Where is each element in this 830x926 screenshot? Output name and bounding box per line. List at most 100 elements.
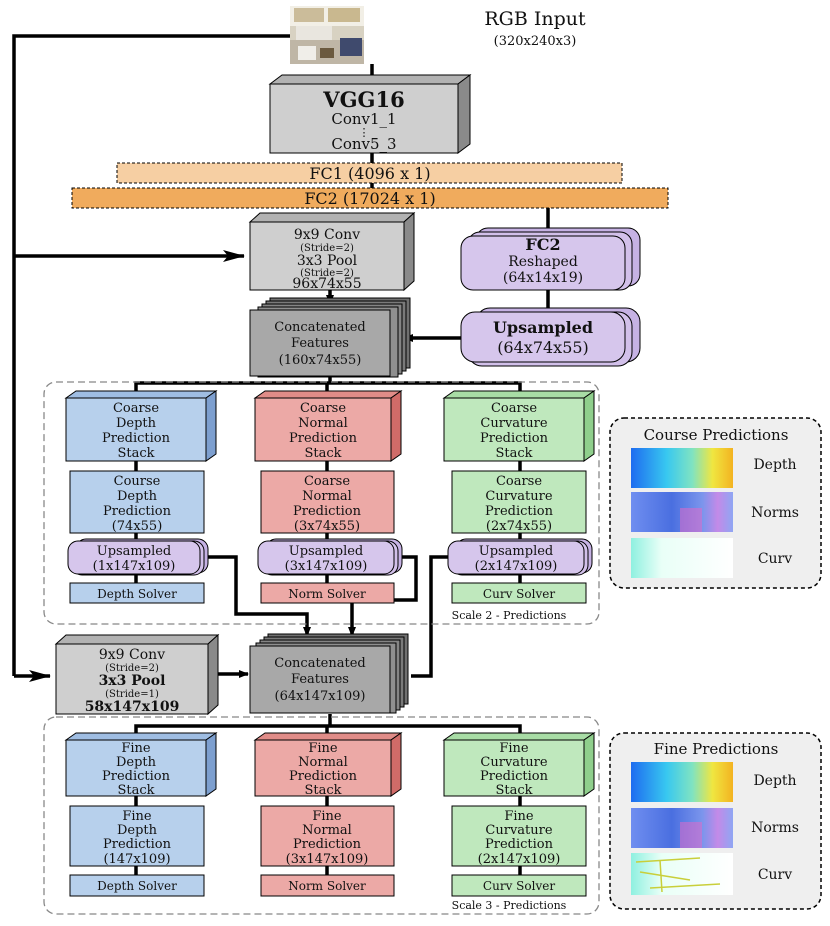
- scale3-region: [43, 716, 600, 915]
- s3-depth-solver-label: Depth Solver: [97, 879, 177, 893]
- s2-normal-stack-l1: Coarse: [300, 401, 346, 416]
- concat1-box: Concatenated Features (160x74x55): [249, 297, 411, 378]
- s3-curv-pred-l3: Prediction: [485, 837, 554, 852]
- s3-curv-pred-l4: (2x147x109): [478, 852, 561, 867]
- conv2-stride: (Stride=2): [105, 663, 159, 674]
- s3-curv-solver-label: Curv Solver: [483, 879, 555, 893]
- upsampled-main-box: Upsampled (64x74x55): [460, 307, 641, 367]
- s2-curv-stack-l1: Coarse: [491, 401, 537, 416]
- s2-depth-stack-l2: Depth: [116, 416, 157, 431]
- s3-curv-pred-l1: Fine: [504, 809, 534, 824]
- s3-curv-pred-l2: Curvature: [485, 823, 552, 838]
- concat2-l1: Concatenated: [274, 656, 365, 671]
- fc2-reshaped-size: (64x14x19): [503, 270, 583, 286]
- vgg16-box: VGG16 Conv1_1 ⋮ Conv5_3: [268, 74, 472, 154]
- s3-curv-stack-l4: Stack: [495, 783, 532, 798]
- s2-curvature-solver: Curv Solver: [451, 582, 587, 604]
- ups3-to-concat2-line: [411, 555, 448, 678]
- s2-depth-stack-l3: Prediction: [102, 431, 171, 446]
- s3-normal-pred-l2: Normal: [302, 823, 352, 838]
- rgb-input-size: (320x240x3): [494, 34, 577, 49]
- fine-depth-thumb: [631, 762, 733, 802]
- s2-depth-upsampled: Upsampled (1x147x109): [67, 538, 209, 576]
- scale3-label: Scale 3 - Predictions: [452, 899, 567, 912]
- fc2-label: FC2 (17024 x 1): [304, 189, 435, 208]
- s3-depth-pred-l2: Depth: [117, 823, 158, 838]
- s3-normal-stack-l3: Prediction: [289, 769, 358, 784]
- conv2-output: 58x147x109: [85, 699, 180, 715]
- coarse-depth-label: Depth: [753, 457, 796, 473]
- s2-depth-stack-l4: Stack: [117, 446, 154, 461]
- fc2-reshaped-box: FC2 Reshaped (64x14x19): [460, 227, 641, 291]
- s3-normal-pred: Fine Normal Prediction (3x147x109): [260, 805, 395, 867]
- s3-depth-pred-l3: Prediction: [103, 837, 172, 852]
- rgb-input-title: RGB Input: [484, 8, 586, 30]
- concat2-box: Concatenated Features (64x147x109): [249, 633, 409, 714]
- fc1-bar: FC1 (4096 x 1): [116, 162, 623, 184]
- s2-depth-stack: Coarse Depth Prediction Stack: [64, 390, 218, 462]
- s2-normal-stack: Coarse Normal Prediction Stack: [253, 390, 403, 462]
- s3-depth-stack-l4: Stack: [117, 783, 154, 798]
- s3-normal-pred-l1: Fine: [312, 809, 342, 824]
- s3-curvature-stack: Fine Curvature Prediction Stack: [442, 732, 596, 798]
- s2-normal-pred-l4: (3x74x55): [294, 519, 360, 534]
- s2-curv-ups-l2: (2x147x109): [475, 559, 558, 574]
- conv1-output: 96x74x55: [292, 276, 361, 292]
- s2-curv-ups-l1: Upsampled: [479, 544, 554, 559]
- upsampled-main-title: Upsampled: [493, 318, 593, 337]
- coarse-depth-thumb: [631, 448, 733, 488]
- s2-curv-stack-l2: Curvature: [480, 416, 547, 431]
- fine-predictions-panel: Fine Predictions Depth Norms Curv: [609, 732, 822, 910]
- s2-curv-pred-l2: Curvature: [485, 489, 552, 504]
- s3-curv-stack-l2: Curvature: [480, 755, 547, 770]
- concat1-l1: Concatenated: [274, 320, 365, 335]
- fine-norms-label: Norms: [751, 820, 799, 836]
- fc2-reshaped-label: Reshaped: [508, 254, 578, 270]
- s3-curvature-solver: Curv Solver: [451, 874, 587, 897]
- conv1-pool-stride: (Stride=2): [300, 268, 354, 279]
- s3-normal-pred-l3: Prediction: [293, 837, 362, 852]
- s2-curv-pred-l1: Coarse: [496, 474, 542, 489]
- upsampled-main-size: (64x74x55): [497, 338, 589, 357]
- s3-depth-stack: Fine Depth Prediction Stack: [64, 732, 218, 798]
- s3-depth-stack-l2: Depth: [116, 755, 157, 770]
- s2-curv-pred-l3: Prediction: [485, 504, 554, 519]
- vgg16-layer-end: Conv5_3: [331, 135, 396, 153]
- s2-normal-ups-l2: (3x147x109): [285, 559, 368, 574]
- s3-normal-solver: Norm Solver: [260, 874, 395, 897]
- s3-curv-stack-l1: Fine: [499, 741, 529, 756]
- ups1-to-concat2-line: [206, 555, 311, 637]
- s2-normal-pred-l3: Prediction: [293, 504, 362, 519]
- s2-normal-stack-l4: Stack: [304, 446, 341, 461]
- concat2-l2: Features: [291, 672, 349, 687]
- input-skip-line: [12, 34, 290, 676]
- s2-normal-pred: Coarse Normal Prediction (3x74x55): [260, 470, 395, 534]
- s2-curvature-pred: Coarse Curvature Prediction (2x74x55): [451, 470, 587, 534]
- ups2-to-concat2-line: [348, 555, 418, 637]
- conv2-pool-stride: (Stride=1): [105, 689, 159, 700]
- conv1-box: 9x9 Conv (Stride=2) 3x3 Pool (Stride=2) …: [248, 211, 416, 292]
- coarse-panel-title: Course Predictions: [644, 426, 789, 444]
- vgg16-layer-start: Conv1_1: [331, 110, 396, 128]
- conv1-op: 9x9 Conv: [294, 227, 360, 243]
- fc2-bar: FC2 (17024 x 1): [71, 187, 669, 209]
- s3-normal-stack-l4: Stack: [304, 783, 341, 798]
- conv2-box: 9x9 Conv (Stride=2) 3x3 Pool (Stride=1) …: [54, 633, 220, 716]
- fine-depth-label: Depth: [753, 773, 796, 789]
- s3-depth-stack-l1: Fine: [121, 741, 151, 756]
- fine-curv-label: Curv: [758, 867, 792, 883]
- s2-curvature-stack: Coarse Curvature Prediction Stack: [442, 390, 596, 462]
- s3-depth-pred-l4: (147x109): [103, 852, 170, 867]
- conv1-stride: (Stride=2): [300, 243, 354, 254]
- fine-panel-title: Fine Predictions: [654, 740, 779, 758]
- s2-normal-pred-l2: Normal: [302, 489, 352, 504]
- s2-normal-stack-l2: Normal: [298, 416, 348, 431]
- conv1-pool: 3x3 Pool: [297, 253, 358, 269]
- s2-normal-ups-l1: Upsampled: [289, 544, 364, 559]
- s2-curv-pred-l4: (2x74x55): [486, 519, 552, 534]
- concat1-l3: (160x74x55): [279, 353, 362, 368]
- s2-normal-upsampled: Upsampled (3x147x109): [257, 538, 403, 576]
- s2-depth-pred-l1: Course: [114, 474, 161, 489]
- s2-depth-pred: Course Depth Prediction (74x55): [69, 470, 205, 534]
